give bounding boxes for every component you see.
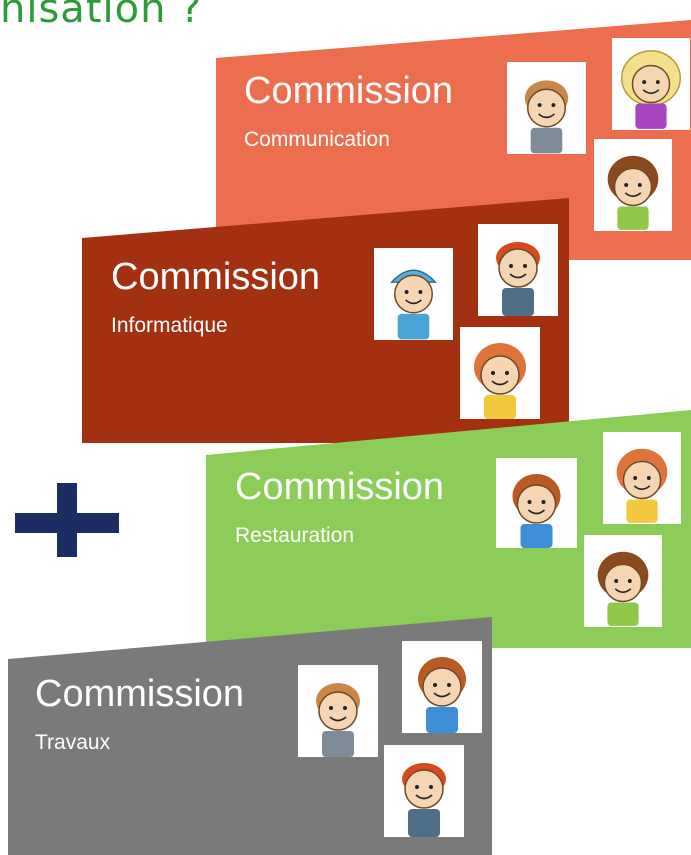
commission-title: Commission: [244, 70, 454, 112]
child-icon: [402, 641, 482, 733]
page-title: nisation ?: [0, 0, 203, 32]
child-icon: [507, 62, 586, 154]
commission-title: Commission: [111, 256, 321, 298]
child-icon: [374, 248, 453, 340]
commission-subtitle: Communication: [244, 128, 390, 151]
commission-title: Commission: [235, 466, 445, 508]
commission-subtitle: Informatique: [111, 314, 228, 337]
commission-title: Commission: [35, 673, 245, 715]
child-icon: [298, 665, 378, 757]
child-icon: [460, 327, 540, 419]
child-icon: [384, 745, 464, 837]
plus-icon: [15, 483, 119, 557]
child-icon: [612, 38, 690, 130]
commission-subtitle: Travaux: [35, 731, 111, 754]
child-icon: [584, 535, 662, 627]
child-icon: [594, 139, 672, 231]
child-icon: [496, 458, 577, 548]
child-icon: [603, 432, 681, 524]
child-icon: [478, 224, 558, 316]
commission-subtitle: Restauration: [235, 524, 355, 547]
